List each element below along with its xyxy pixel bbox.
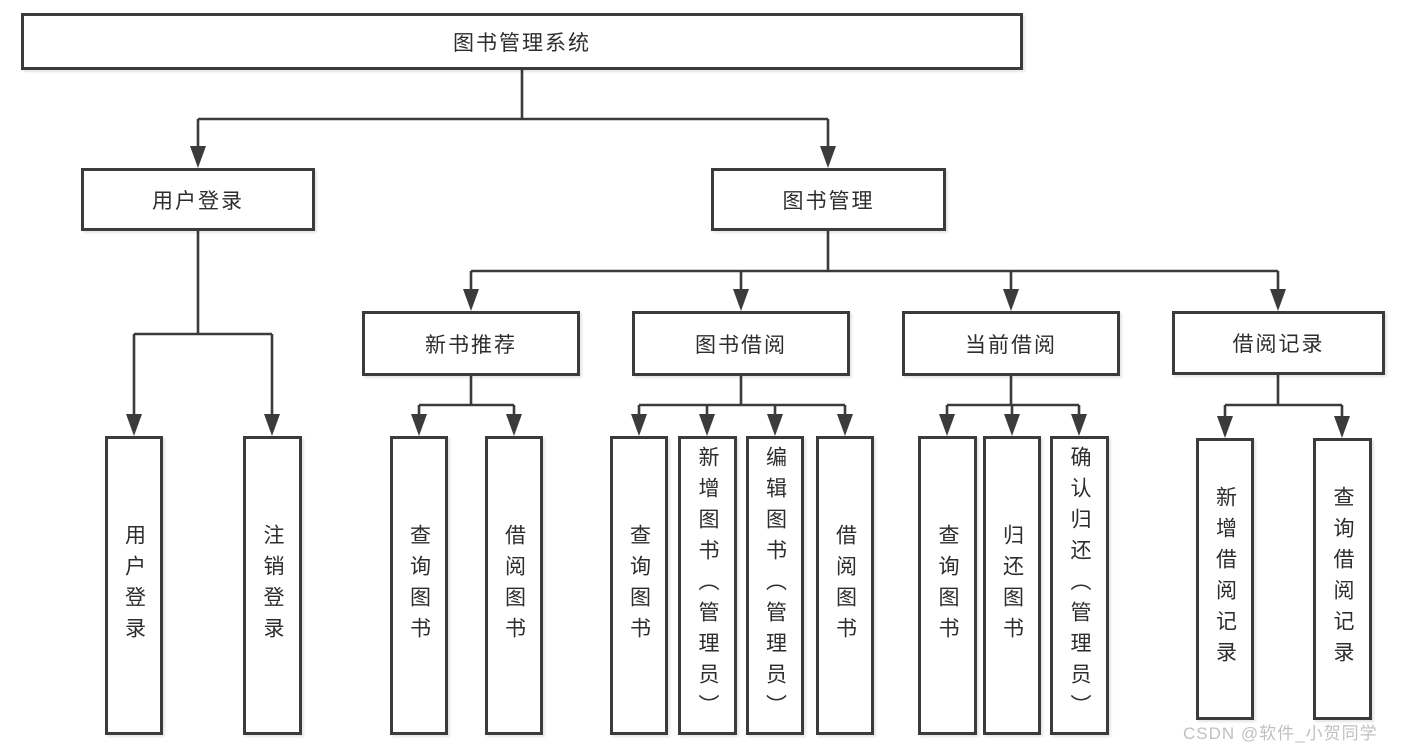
node-book-management: 图书管理 bbox=[711, 168, 946, 231]
node-borrow-record: 借阅记录 bbox=[1172, 311, 1385, 375]
node-root: 图书管理系统 bbox=[21, 13, 1023, 70]
connector-new-book-children bbox=[411, 376, 522, 436]
leaf-query-books-current: 查询图书 bbox=[918, 436, 977, 735]
node-book-borrow: 图书借阅 bbox=[632, 311, 850, 376]
node-current-borrow: 当前借阅 bbox=[902, 311, 1120, 376]
connector-current-borrow-children bbox=[939, 376, 1087, 436]
connector-user-login-children bbox=[126, 231, 280, 436]
node-new-book-recommend: 新书推荐 bbox=[362, 311, 580, 376]
leaf-add-borrow-record: 新增借阅记录 bbox=[1196, 438, 1254, 720]
leaf-borrow-books: 借阅图书 bbox=[816, 436, 874, 735]
leaf-borrow-books-recommend: 借阅图书 bbox=[485, 436, 543, 735]
connector-root-to-level2 bbox=[190, 70, 836, 168]
node-user-login: 用户登录 bbox=[81, 168, 315, 231]
connector-book-management-children bbox=[463, 231, 1286, 311]
connector-borrow-record-children bbox=[1217, 375, 1350, 438]
leaf-confirm-return-admin: 确认归还（管理员） bbox=[1050, 436, 1109, 735]
leaf-query-borrow-record: 查询借阅记录 bbox=[1313, 438, 1372, 720]
leaf-query-books-recommend: 查询图书 bbox=[390, 436, 448, 735]
leaf-query-books-borrow: 查询图书 bbox=[610, 436, 668, 735]
leaf-logout-login: 注销登录 bbox=[243, 436, 302, 735]
leaf-return-book: 归还图书 bbox=[983, 436, 1041, 735]
leaf-edit-book-admin: 编辑图书（管理员） bbox=[746, 436, 804, 735]
leaf-add-book-admin: 新增图书（管理员） bbox=[678, 436, 737, 735]
leaf-user-login: 用户登录 bbox=[105, 436, 163, 735]
csdn-watermark: CSDN @软件_小贺同学 bbox=[1183, 724, 1378, 743]
connector-book-borrow-children bbox=[631, 376, 853, 436]
